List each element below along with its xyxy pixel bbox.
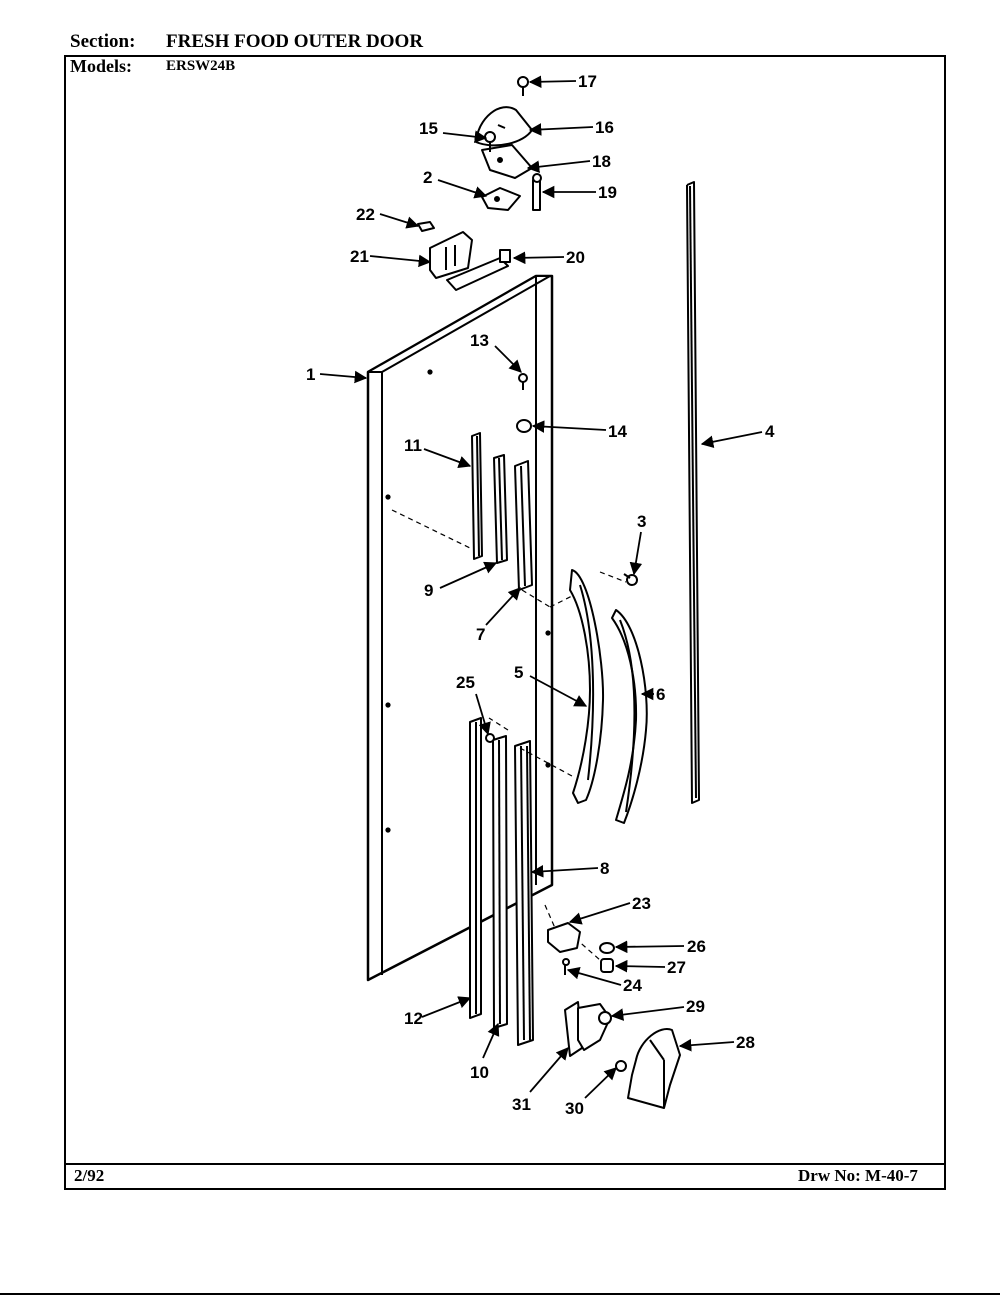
leader-line-5 bbox=[529, 675, 588, 707]
callout-17: 17 bbox=[578, 72, 597, 91]
leader-line-25 bbox=[475, 693, 491, 736]
bottom-hinge bbox=[577, 1003, 612, 1051]
leader-line-4 bbox=[700, 431, 763, 448]
leader-line-24 bbox=[566, 967, 622, 986]
callout-3: 3 bbox=[637, 512, 646, 531]
leader-line-3 bbox=[629, 531, 643, 576]
leader-line-28 bbox=[678, 1038, 735, 1052]
hinge-cover-bottom bbox=[627, 1028, 681, 1109]
lower-side-trim bbox=[469, 717, 482, 1019]
leader-line-13 bbox=[494, 345, 522, 373]
callout-19: 19 bbox=[598, 183, 617, 202]
leader-line-22 bbox=[379, 213, 420, 229]
top-hinge bbox=[481, 144, 533, 179]
callout-29: 29 bbox=[686, 997, 705, 1016]
callout-15: 15 bbox=[419, 119, 438, 138]
callout-16: 16 bbox=[595, 118, 614, 137]
leader-line-7 bbox=[485, 587, 521, 626]
callout-18: 18 bbox=[592, 152, 611, 171]
callout-2: 2 bbox=[423, 168, 432, 187]
callout-26: 26 bbox=[687, 937, 706, 956]
upper-trim-channel bbox=[493, 454, 508, 564]
callout-23: 23 bbox=[632, 894, 651, 913]
callout-22: 22 bbox=[356, 205, 375, 224]
models-value: ERSW24B bbox=[166, 58, 236, 74]
callout-6: 6 bbox=[656, 685, 665, 704]
callout-28: 28 bbox=[736, 1033, 755, 1052]
callout-12: 12 bbox=[404, 1009, 423, 1028]
callout-21: 21 bbox=[350, 247, 369, 266]
leader-line-31 bbox=[529, 1047, 569, 1093]
leader-line-16 bbox=[528, 123, 594, 136]
footer-divider bbox=[64, 1163, 946, 1165]
callout-1: 1 bbox=[306, 365, 315, 384]
door-handle bbox=[569, 569, 605, 804]
callout-5: 5 bbox=[514, 663, 523, 682]
upper-handle-rail bbox=[514, 460, 533, 591]
hinge-cover bbox=[475, 106, 533, 147]
drawing-frame bbox=[64, 55, 946, 1190]
callout-31: 31 bbox=[512, 1095, 531, 1114]
models-label: Models: bbox=[70, 56, 132, 76]
callout-24: 24 bbox=[623, 976, 642, 995]
lower-trim-channel bbox=[492, 735, 508, 1029]
leader-line-8 bbox=[530, 865, 599, 878]
leader-line-15 bbox=[442, 130, 488, 143]
footer-date: 2/92 bbox=[74, 1166, 105, 1185]
section-label: Section: bbox=[70, 31, 136, 52]
leader-line-10 bbox=[482, 1022, 500, 1059]
leader-line-27 bbox=[614, 959, 666, 973]
callout-13: 13 bbox=[470, 331, 489, 350]
door-stop bbox=[429, 231, 473, 279]
leader-line-23 bbox=[568, 902, 631, 925]
callout-27: 27 bbox=[667, 958, 686, 977]
leader-line-18 bbox=[526, 160, 591, 173]
leader-line-20 bbox=[512, 251, 565, 265]
upper-side-trim bbox=[471, 432, 483, 560]
bracket bbox=[446, 249, 511, 291]
leader-line-30 bbox=[584, 1067, 617, 1099]
callout-14: 14 bbox=[608, 422, 627, 441]
leader-line-11 bbox=[423, 448, 472, 468]
leader-line-1 bbox=[319, 370, 368, 384]
callout-8: 8 bbox=[600, 859, 609, 878]
callout-25: 25 bbox=[456, 673, 475, 692]
callout-20: 20 bbox=[566, 248, 585, 267]
leader-line-17 bbox=[528, 75, 577, 89]
leader-line-12 bbox=[421, 996, 472, 1018]
lower-handle-rail bbox=[514, 740, 534, 1046]
callout-10: 10 bbox=[470, 1063, 489, 1082]
alignment-lines bbox=[391, 509, 627, 961]
handle-trim bbox=[611, 609, 648, 824]
callout-30: 30 bbox=[565, 1099, 584, 1118]
page-bottom-rule bbox=[0, 1293, 1000, 1295]
leader-line-9 bbox=[439, 561, 498, 589]
section-value: FRESH FOOD OUTER DOOR bbox=[166, 31, 424, 52]
hinge-plate bbox=[481, 187, 521, 211]
callout-4: 4 bbox=[765, 422, 775, 441]
leader-line-21 bbox=[369, 254, 432, 268]
door-gasket-strip bbox=[686, 181, 700, 804]
bottom-bracket bbox=[547, 922, 581, 953]
footer-drawing-number: Drw No: M-40-7 bbox=[798, 1166, 918, 1185]
leader-line-29 bbox=[610, 1006, 685, 1021]
leader-line-26 bbox=[614, 940, 685, 954]
leader-line-2 bbox=[437, 179, 488, 199]
callout-11: 11 bbox=[404, 436, 422, 455]
leader-line-14 bbox=[531, 420, 607, 433]
callout-9: 9 bbox=[424, 581, 433, 600]
callout-7: 7 bbox=[476, 625, 485, 644]
